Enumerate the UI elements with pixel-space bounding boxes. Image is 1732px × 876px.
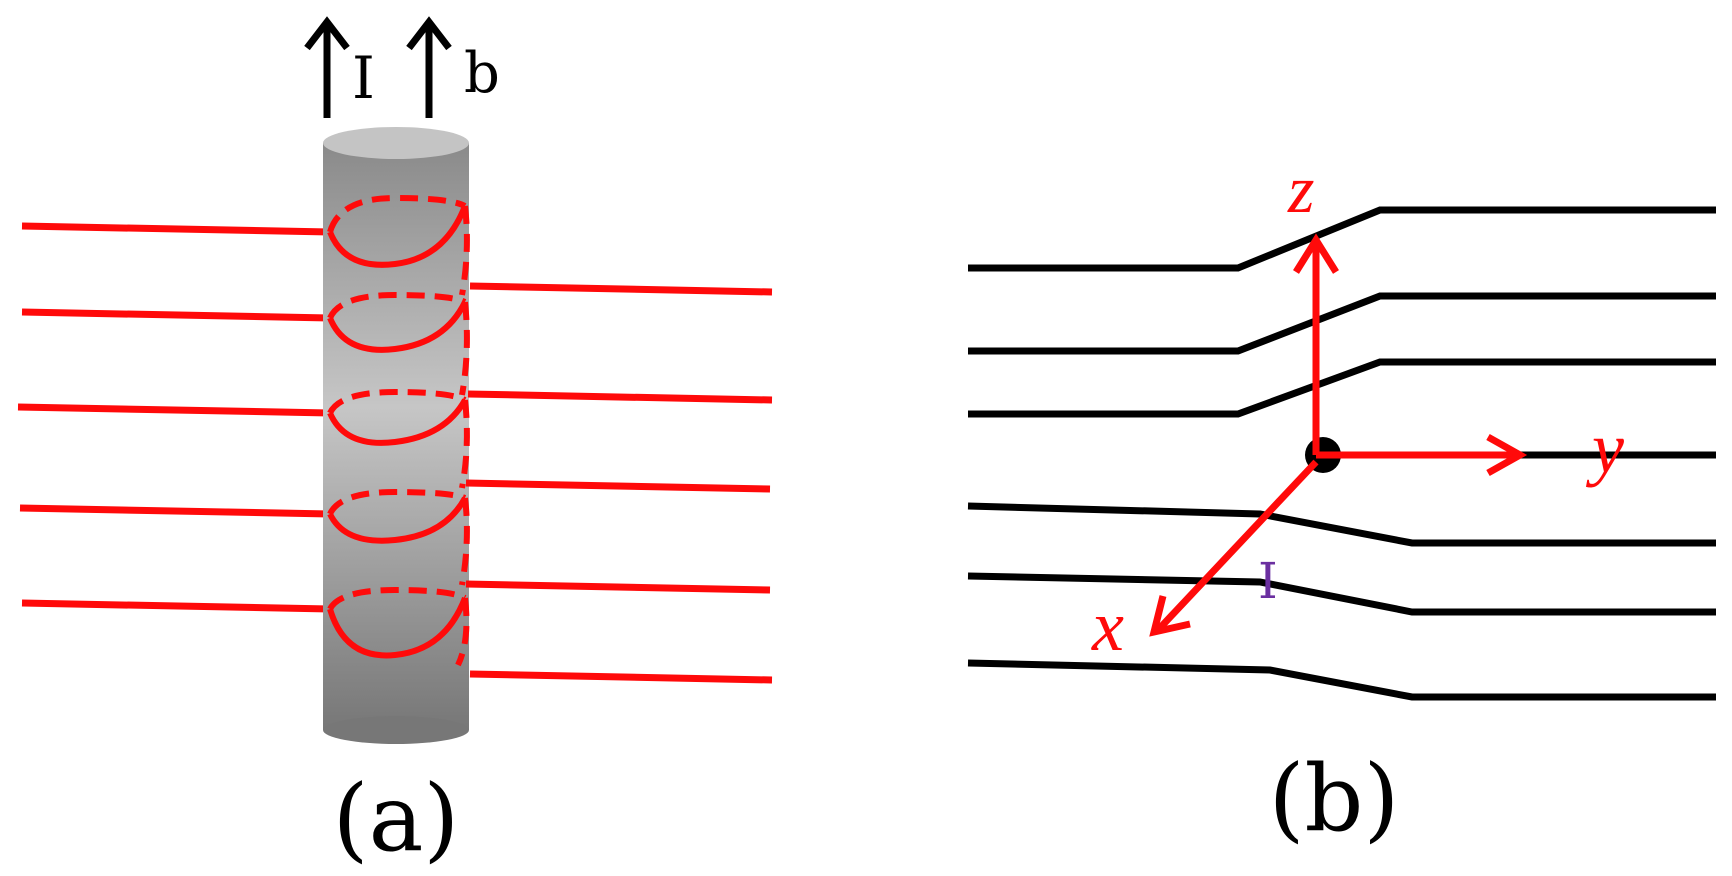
right-field-line [465,479,771,493]
helical-loops [327,194,470,667]
helix-loop [327,586,470,667]
field-line [967,572,1716,616]
right-field-line [469,670,773,684]
y-axis-arrow [1316,433,1528,477]
helix-loop [327,388,470,489]
current-label-b: I [1258,552,1278,610]
z-axis-arrow [1293,233,1339,455]
field-label-a: b [464,41,500,106]
left-field-line [19,504,331,518]
left-field-line [21,222,331,236]
coordinate-axes [1149,233,1528,637]
x-axis-label: x [1091,586,1124,666]
y-axis-label: y [1585,408,1624,488]
field-line [967,659,1716,701]
left-field-line [17,403,331,417]
field-line [968,292,1716,355]
cylinder-top [323,127,469,159]
left-field-lines [17,222,331,613]
z-axis-label: z [1287,151,1314,227]
left-field-line [21,599,331,613]
current-label-a: I [352,44,375,112]
right-field-line [467,390,773,404]
caption-a: (a) [333,765,460,872]
helix-loop [327,488,470,586]
right-field-line [465,580,771,594]
helix-loop [327,194,470,296]
field-line [967,502,1716,547]
field-arrow [406,16,452,118]
x-axis-arrow [1149,459,1319,637]
cylinder-bottom [323,716,469,744]
current-arrow [304,16,350,118]
panel-b: z y x I (b) [967,151,1716,852]
helix-loop [327,291,470,396]
right-field-line [469,282,773,296]
field-line [968,358,1716,418]
panel-a: I b (a) [17,16,773,872]
left-field-line [21,308,331,322]
deflected-field-lines [967,206,1716,701]
caption-b: (b) [1269,745,1400,852]
field-line [968,206,1716,272]
right-field-lines [465,282,773,684]
